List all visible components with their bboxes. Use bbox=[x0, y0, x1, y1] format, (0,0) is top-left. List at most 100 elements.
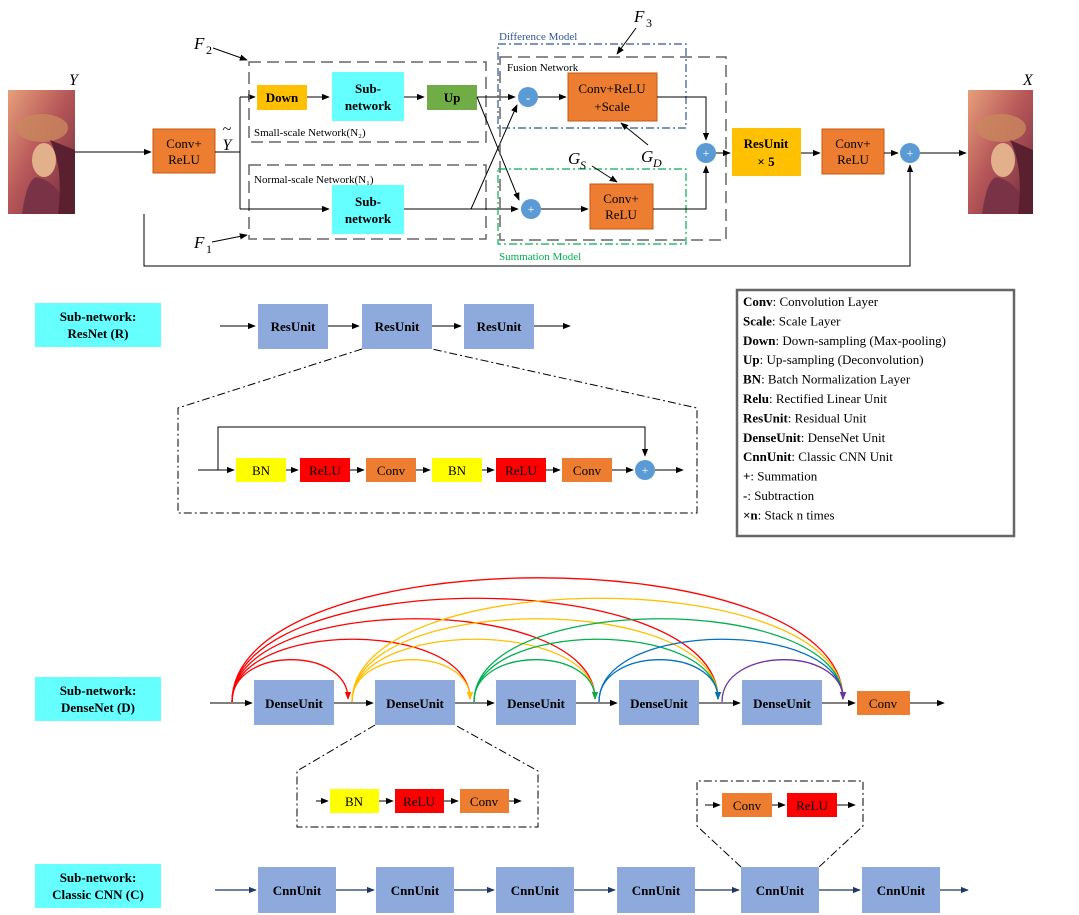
final-conv-relu-block bbox=[821, 128, 885, 175]
dense-connection-arc bbox=[721, 659, 847, 703]
subtraction-node bbox=[518, 87, 538, 107]
input-image bbox=[8, 90, 75, 214]
legend-description: : DenseNet Unit bbox=[801, 430, 886, 445]
resunit-block bbox=[464, 304, 534, 349]
legend-item: -: Subtraction bbox=[743, 488, 815, 503]
subnet-small-label-2: network bbox=[345, 98, 392, 113]
f1-sub: 1 bbox=[206, 242, 212, 256]
final-conv-label-2: ReLU bbox=[837, 152, 869, 167]
global-plus-node bbox=[900, 143, 920, 163]
dense-connection-arc bbox=[351, 597, 847, 703]
densenet-bn-label: BN bbox=[345, 794, 364, 809]
dense-connection-arc bbox=[351, 638, 599, 703]
cnn-relu-label: ReLU bbox=[796, 798, 828, 813]
resunit-x5-label-1: ResUnit bbox=[744, 136, 789, 151]
legend-item: DenseUnit: DenseNet Unit bbox=[743, 430, 886, 445]
dense-connection-arc bbox=[231, 618, 599, 703]
legend-item: +: Summation bbox=[743, 469, 818, 484]
legend-key: + bbox=[743, 469, 750, 484]
merge-plus-node bbox=[696, 143, 716, 163]
cnn-conv-block bbox=[722, 793, 772, 817]
dense-connection-arc bbox=[473, 638, 722, 703]
resunit-label: ResUnit bbox=[477, 319, 522, 334]
f3-label: F bbox=[633, 7, 645, 26]
conv-relu-block bbox=[152, 128, 216, 174]
up-block bbox=[427, 85, 477, 110]
subnetwork-block-normal bbox=[332, 185, 404, 234]
resnet-label-1: Sub-network: bbox=[60, 309, 137, 324]
legend-description: : Down-sampling (Max-pooling) bbox=[776, 333, 946, 348]
normal-scale-network-box bbox=[248, 164, 487, 240]
up-label: Up bbox=[444, 90, 461, 105]
resnet-bn-block bbox=[432, 458, 482, 482]
cnnunit-block bbox=[741, 867, 819, 913]
dense-connection-arc bbox=[231, 638, 474, 703]
plus-sign-merge: + bbox=[703, 146, 710, 160]
output-symbol: X bbox=[1022, 72, 1034, 89]
cnnunit-block bbox=[258, 867, 336, 913]
dense-connections bbox=[231, 577, 847, 703]
legend-description: : Classic CNN Unit bbox=[791, 449, 893, 464]
denseunit-block bbox=[496, 680, 576, 725]
summation-conv-block bbox=[589, 183, 654, 230]
legend-key: CnnUnit bbox=[743, 449, 792, 464]
legend-description: : Convolution Layer bbox=[773, 294, 879, 309]
legend-key: DenseUnit bbox=[743, 430, 801, 445]
densenet-relu-block bbox=[395, 789, 444, 813]
resunit-label: ResUnit bbox=[271, 319, 316, 334]
input-symbol: Y bbox=[69, 72, 80, 89]
denseunit-zoom-outline bbox=[296, 724, 539, 828]
legend-key: Conv bbox=[743, 294, 773, 309]
resnet-relu-label: ReLU bbox=[309, 463, 341, 478]
resnet-relu-block bbox=[496, 458, 546, 482]
plus-sign-global: + bbox=[907, 146, 914, 160]
f2-label: F bbox=[193, 34, 205, 53]
dense-connection-arc bbox=[473, 618, 847, 703]
fusion-conv-label-1: Conv+ReLU bbox=[578, 81, 646, 96]
cnn-conv-label: Conv bbox=[733, 798, 762, 813]
cnn-section: Sub-network: Classic CNN (C) CnnUnit Cnn… bbox=[35, 780, 969, 913]
resnet-conv-label: Conv bbox=[573, 463, 602, 478]
minus-sign: - bbox=[526, 90, 530, 105]
dense-connection-arc bbox=[231, 597, 722, 703]
cnnunit-label: CnnUnit bbox=[632, 883, 681, 898]
legend-description: : Subtraction bbox=[747, 488, 814, 503]
resnet-plus-sign: + bbox=[642, 463, 649, 477]
cnnunit-zoom-outline bbox=[696, 780, 864, 868]
dense-connection-arc bbox=[231, 659, 352, 703]
gs-sub: S bbox=[580, 158, 586, 172]
fusion-conv-label-2: +Scale bbox=[594, 99, 630, 114]
gd-label: G bbox=[641, 147, 653, 166]
densenet-label-box bbox=[35, 677, 161, 721]
legend-item: ×n: Stack n times bbox=[743, 507, 835, 522]
f1-label: F bbox=[193, 233, 205, 252]
summation-node bbox=[521, 199, 541, 219]
cnnunit-label: CnnUnit bbox=[877, 883, 926, 898]
fusion-network-label: Fusion Network bbox=[507, 62, 579, 74]
cnn-label-1: Sub-network: bbox=[60, 870, 137, 885]
cnnunit-label: CnnUnit bbox=[273, 883, 322, 898]
resnet-relu-label: ReLU bbox=[505, 463, 537, 478]
dense-connection-arc bbox=[473, 659, 599, 703]
legend-item: Down: Down-sampling (Max-pooling) bbox=[743, 333, 946, 348]
dense-connection-arc bbox=[598, 659, 722, 703]
output-image bbox=[968, 90, 1033, 214]
fusion-conv-block bbox=[567, 72, 658, 122]
legend-description: : Summation bbox=[750, 469, 817, 484]
densenet-label-2: DenseNet (D) bbox=[61, 700, 135, 715]
densenet-section: Sub-network: DenseNet (D) DenseUnit Dens… bbox=[35, 577, 945, 828]
densenet-relu-label: ReLU bbox=[403, 794, 435, 809]
resnet-label-2: ResNet (R) bbox=[67, 326, 128, 341]
normal-scale-label: Normal-scale Network(N₁) bbox=[254, 174, 374, 186]
summation-conv-label-1: Conv+ bbox=[603, 191, 639, 206]
small-scale-label: Small-scale Network(N₂) bbox=[254, 127, 366, 139]
summation-model-label: Summation Model bbox=[499, 251, 581, 263]
cnnunit-label: CnnUnit bbox=[511, 883, 560, 898]
legend-item: BN: Batch Normalization Layer bbox=[743, 372, 911, 387]
legend-description: : Batch Normalization Layer bbox=[761, 372, 911, 387]
small-scale-network-box bbox=[248, 61, 487, 143]
legend-key: BN bbox=[743, 372, 762, 387]
dense-connection-arc bbox=[351, 618, 722, 703]
legend-key: - bbox=[743, 488, 747, 503]
